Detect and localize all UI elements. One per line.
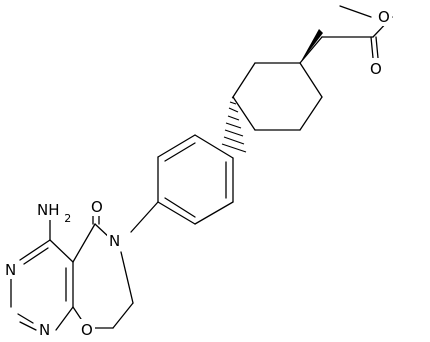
bond-carbonyl-o-double-a [370, 36, 374, 59]
atom-nh2: NH 2 [36, 198, 71, 225]
atom-pyrimidine-n-upper: N [3, 259, 19, 279]
bond-ch2-ring [299, 36, 323, 64]
bond-benzene-inner-2 [164, 197, 196, 218]
bond-n-ch2 [120, 251, 134, 304]
nh2-label: NH [37, 201, 60, 219]
bond-benzene-inner-1 [164, 142, 196, 162]
bond-cyclohexane-3 [232, 96, 256, 131]
bond-benzene-5 [194, 201, 234, 225]
bond-pyrimidine-inner-2 [23, 247, 49, 265]
bond-cyclohexane-5 [299, 96, 323, 131]
bond-pyrimidine-5 [55, 306, 74, 331]
bond-cyclohexane-2 [232, 62, 256, 98]
atom-ester-o-double: O [368, 58, 384, 78]
bond-pyrimidine-2 [19, 239, 51, 261]
bold-wedge-bond [300, 29, 323, 63]
atom-ester-o-single: O [376, 6, 392, 26]
ester-o-double-label: O [370, 60, 382, 78]
bond-methyl-o [339, 5, 372, 18]
bond-o-c [72, 306, 82, 320]
bond-pyrimidine-inner-3 [17, 313, 34, 324]
atom-pyrimidine-n-lower: N [38, 319, 54, 339]
atom-ring-o: O [79, 319, 95, 339]
pyrimidine-n-upper-label: N [5, 261, 16, 279]
bond-carbonyl-c5 [72, 223, 96, 263]
bond-pyrimidine-4 [19, 321, 37, 331]
pyrimidine-n-lower-label: N [39, 321, 50, 339]
ester-o-single-label: O [378, 8, 390, 26]
bond-pyrimidine-1 [49, 239, 74, 263]
atom-ketone-o: O [89, 196, 105, 216]
bond-cyclohexane-6 [299, 62, 323, 98]
wedge-bonds [221, 29, 323, 153]
atom-amide-n: N [107, 230, 125, 250]
bond-aryl-n [130, 201, 159, 233]
ketone-o-label: O [91, 198, 103, 216]
ring-o-label: O [81, 321, 93, 339]
bond-carbonyl-o-double-b [375, 36, 379, 59]
bond-benzene-1 [194, 134, 234, 159]
bond-benzene-2 [157, 134, 196, 158]
svg-text:NH 2: NH 2 [37, 201, 71, 225]
amide-n-label: N [109, 232, 120, 250]
bonds [10, 5, 393, 331]
bond-ch2-ch2 [112, 302, 134, 329]
bond-benzene-4 [157, 201, 196, 225]
hashed-wedge-bond [221, 96, 247, 153]
atom-labels: NH 2 O N N N O O O [3, 6, 392, 339]
nh2-subscript: 2 [64, 212, 71, 225]
